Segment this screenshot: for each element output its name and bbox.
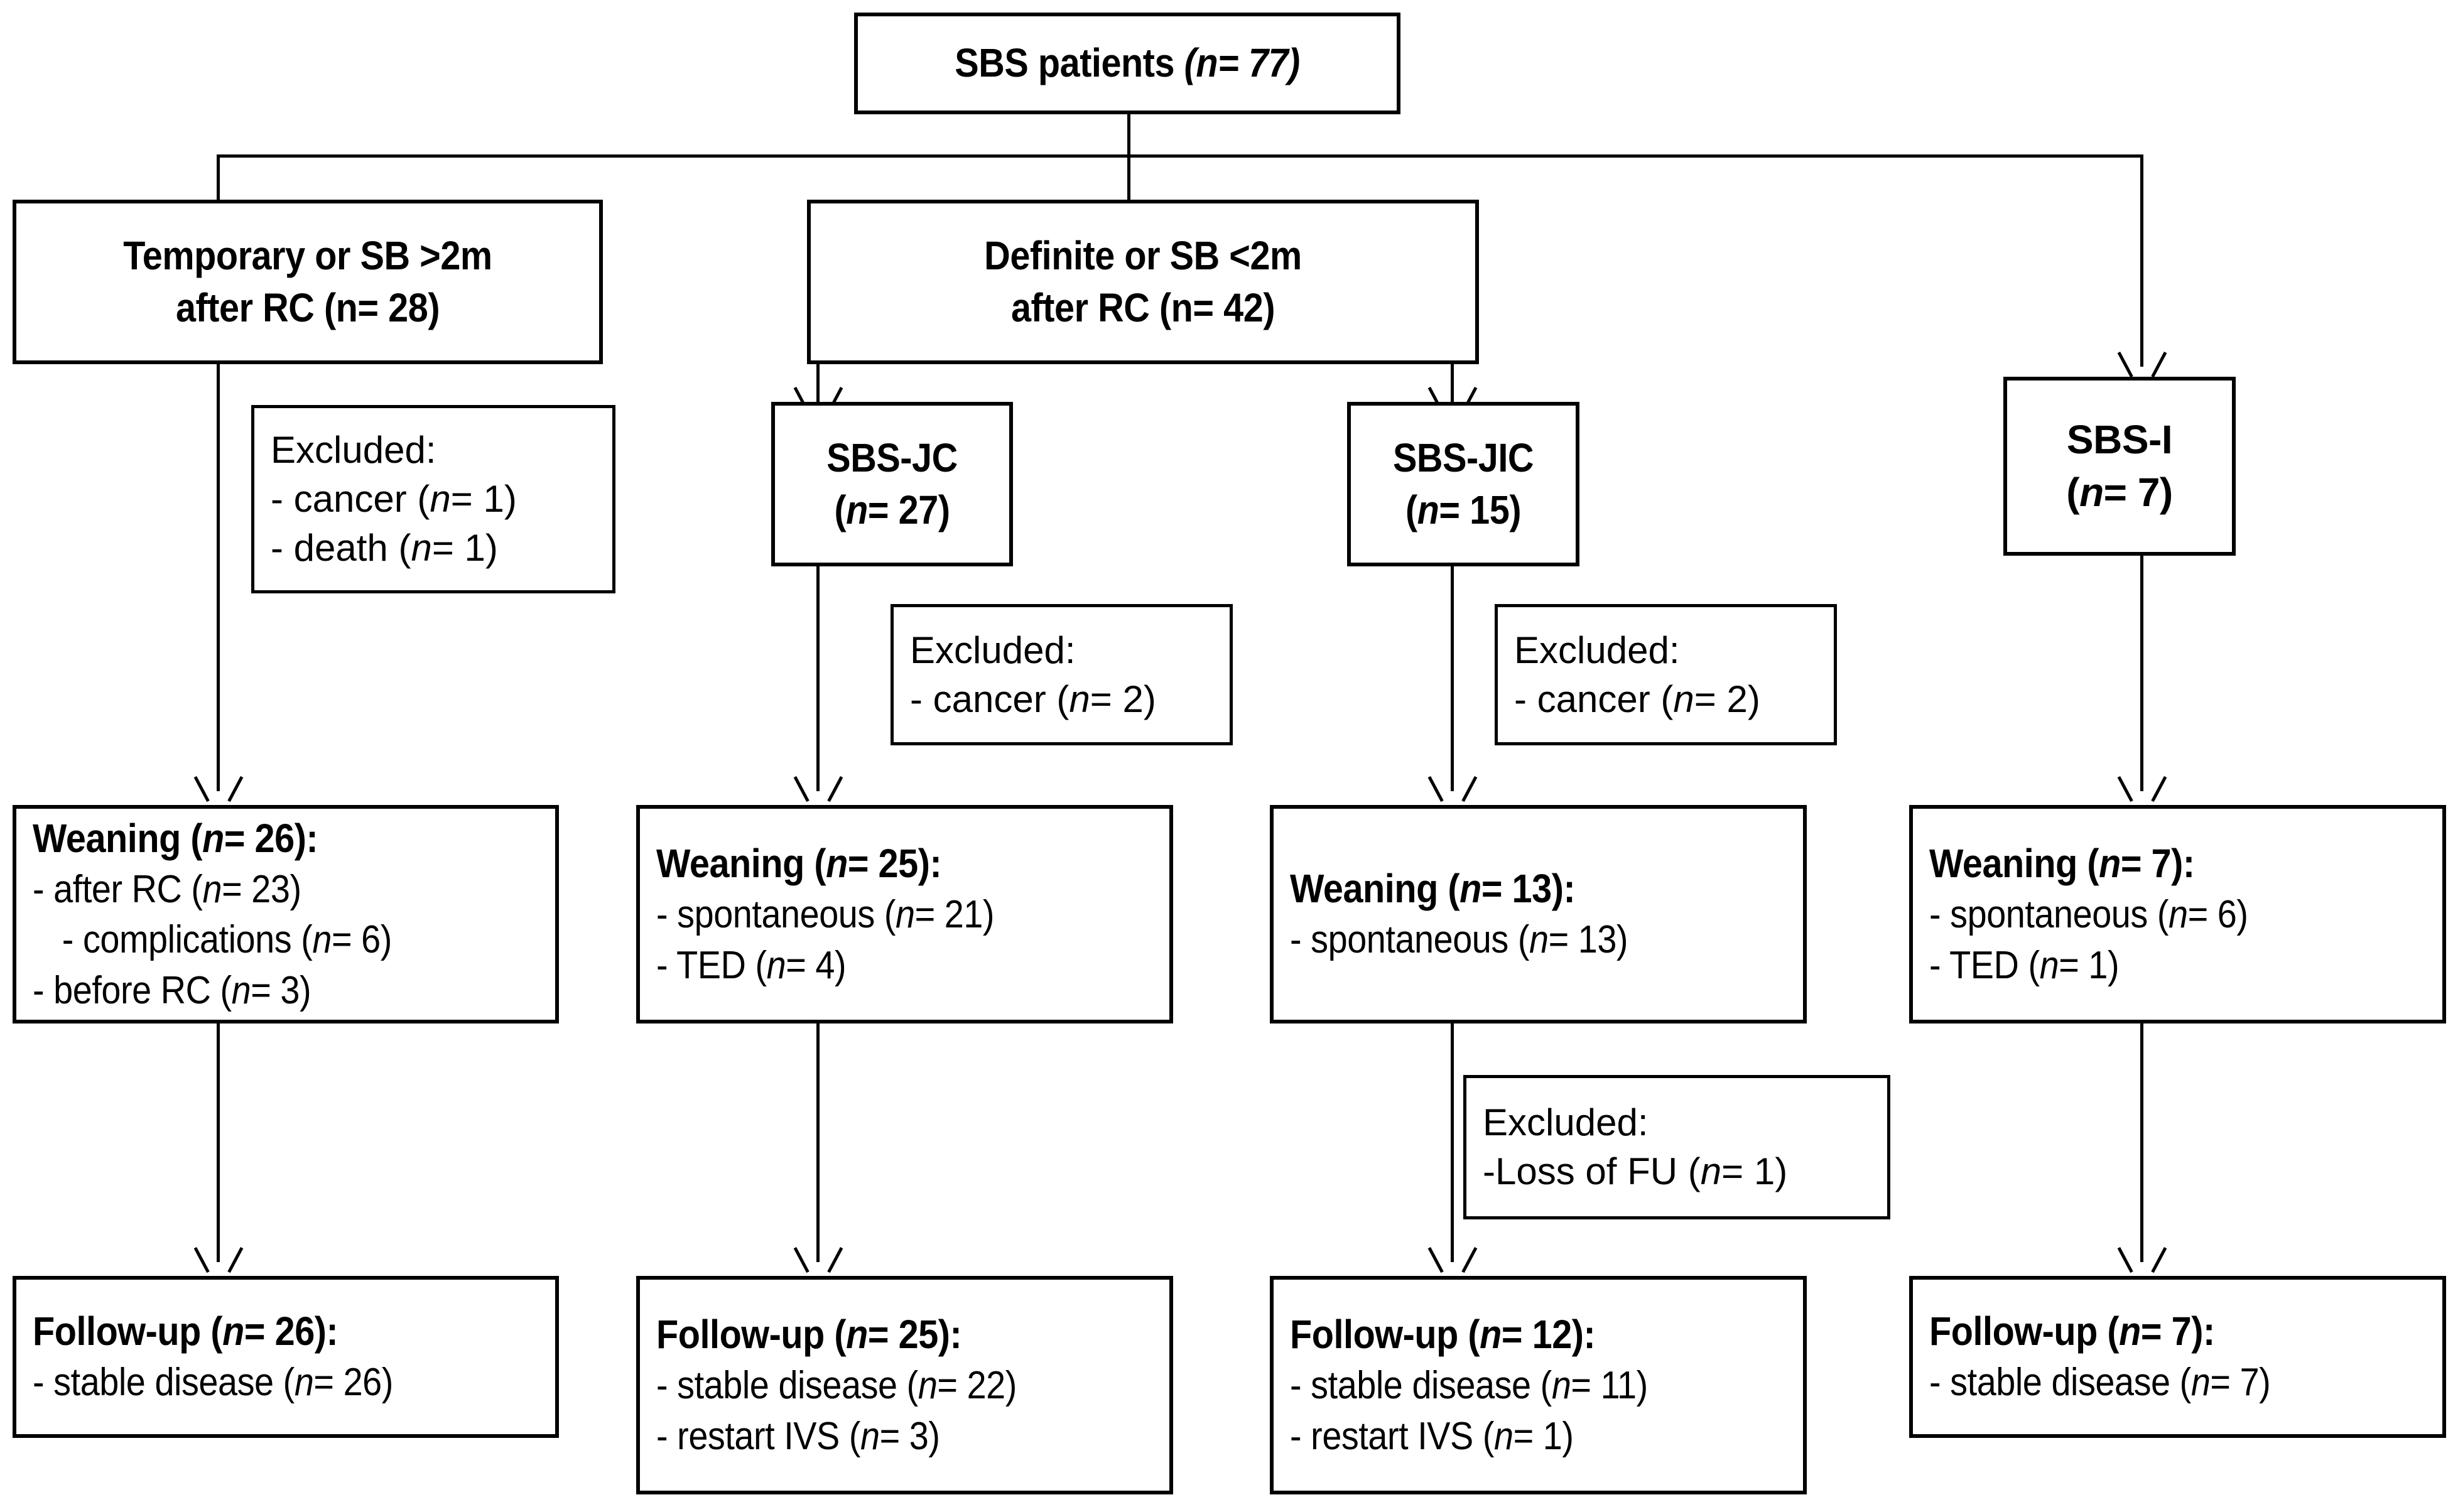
connector-root-stub: [1127, 113, 1130, 157]
arrowhead-weaning-followup-jc: [804, 1245, 833, 1270]
node-temporary-branch-line1: Temporary or SB >2m: [123, 232, 492, 278]
node-excluded-jic-line1: Excluded:: [1514, 629, 1680, 671]
node-sbs-patients-label: SBS patients (n= 77): [955, 40, 1300, 86]
node-weaning-jic-line1: Weaning (n= 13):: [1290, 866, 1576, 912]
node-followup-jic-line2: - stable disease (n= 11): [1290, 1364, 1648, 1407]
node-followup-jic-line1: Follow-up (n= 12):: [1290, 1311, 1596, 1357]
node-sbs-jc[interactable]: SBS-JC (n= 27): [771, 402, 1013, 566]
node-followup-i[interactable]: Follow-up (n= 7): - stable disease (n= 7…: [1909, 1276, 2446, 1438]
node-followup-jc-line2: - stable disease (n= 22): [656, 1364, 1017, 1407]
connector-sbs-i-to-weaning: [2140, 553, 2143, 791]
node-weaning-temporary-line1: Weaning (n= 26):: [33, 815, 318, 861]
node-weaning-i-line3: - TED (n= 1): [1929, 943, 2120, 987]
node-excluded-temporary[interactable]: Excluded: - cancer (n= 1) - death (n= 1): [251, 405, 615, 593]
arrowhead-temporary-weaning: [204, 774, 233, 799]
node-followup-temporary[interactable]: Follow-up (n= 26): - stable disease (n= …: [13, 1276, 559, 1438]
connector-root-bus: [217, 154, 2143, 158]
node-weaning-jc-line3: - TED (n= 4): [656, 943, 847, 987]
node-weaning-i-line2: - spontaneous (n= 6): [1929, 893, 2248, 936]
node-weaning-i[interactable]: Weaning (n= 7): - spontaneous (n= 6) - T…: [1909, 805, 2446, 1023]
node-excluded-jic-line2: - cancer (n= 2): [1514, 678, 1760, 720]
node-followup-jic-line3: - restart IVS (n= 1): [1290, 1414, 1574, 1458]
node-sbs-i-line2: (n= 7): [2066, 469, 2173, 515]
connector-weaning-to-followup-temporary: [217, 1023, 220, 1262]
node-excluded-loss-fu-line1: Excluded:: [1483, 1101, 1649, 1143]
connector-jic-to-weaning: [1451, 565, 1454, 791]
connector-bus-to-temporary: [217, 154, 220, 200]
node-definite-branch[interactable]: Definite or SB <2m after RC (n= 42): [807, 200, 1479, 364]
node-weaning-temporary-line4: - before RC (n= 3): [33, 968, 311, 1012]
node-followup-jic[interactable]: Follow-up (n= 12): - stable disease (n= …: [1270, 1276, 1807, 1494]
node-excluded-temporary-line3: - death (n= 1): [271, 527, 498, 569]
arrowhead-to-sbs-i: [2128, 349, 2157, 374]
node-followup-temporary-line2: - stable disease (n= 26): [33, 1361, 393, 1405]
node-excluded-loss-fu[interactable]: Excluded: -Loss of FU (n= 1): [1463, 1075, 1890, 1219]
node-sbs-jic-line1: SBS-JIC: [1392, 435, 1534, 480]
node-followup-i-line2: - stable disease (n= 7): [1929, 1361, 2271, 1405]
node-followup-i-line1: Follow-up (n= 7):: [1929, 1309, 2215, 1354]
node-weaning-temporary[interactable]: Weaning (n= 26): - after RC (n= 23) - co…: [13, 805, 559, 1023]
arrowhead-weaning-followup-i: [2128, 1245, 2157, 1270]
node-sbs-jc-line1: SBS-JC: [826, 435, 958, 480]
node-sbs-patients[interactable]: SBS patients (n= 77): [854, 13, 1400, 114]
node-excluded-loss-fu-line2: -Loss of FU (n= 1): [1483, 1150, 1788, 1192]
connector-bus-to-definite: [1127, 154, 1130, 200]
arrowhead-jc-weaning: [804, 774, 833, 799]
node-followup-temporary-line1: Follow-up (n= 26):: [33, 1309, 338, 1354]
node-excluded-temporary-line2: - cancer (n= 1): [271, 478, 517, 520]
connector-definite-to-jc: [816, 364, 820, 403]
node-sbs-jc-line2: (n= 27): [834, 487, 950, 532]
node-excluded-jic[interactable]: Excluded: - cancer (n= 2): [1495, 604, 1837, 745]
node-weaning-jc-line1: Weaning (n= 25):: [656, 840, 942, 886]
node-weaning-temporary-line3: - complications (n= 6): [62, 918, 393, 962]
node-excluded-jc[interactable]: Excluded: - cancer (n= 2): [891, 604, 1233, 745]
connector-jc-to-weaning: [816, 565, 820, 791]
connector-temporary-to-weaning: [217, 364, 220, 791]
node-followup-jc[interactable]: Follow-up (n= 25): - stable disease (n= …: [636, 1276, 1173, 1494]
node-excluded-temporary-line1: Excluded:: [271, 429, 436, 471]
node-weaning-temporary-line2: - after RC (n= 23): [33, 867, 301, 911]
connector-weaning-to-followup-jc: [816, 1023, 820, 1262]
connector-definite-to-jic: [1451, 364, 1454, 403]
arrowhead-weaning-followup-jic: [1438, 1245, 1467, 1270]
node-sbs-i[interactable]: SBS-I (n= 7): [2003, 377, 2236, 556]
node-weaning-i-line1: Weaning (n= 7):: [1929, 840, 2195, 886]
node-excluded-jc-line2: - cancer (n= 2): [910, 678, 1156, 720]
connector-weaning-to-followup-i: [2140, 1023, 2143, 1262]
node-weaning-jic[interactable]: Weaning (n= 13): - spontaneous (n= 13): [1270, 805, 1807, 1023]
arrowhead-jic-weaning: [1438, 774, 1467, 799]
node-temporary-branch-line2: after RC (n= 28): [175, 285, 440, 330]
node-followup-jc-line1: Follow-up (n= 25):: [656, 1311, 962, 1357]
node-followup-jc-line3: - restart IVS (n= 3): [656, 1414, 940, 1458]
arrowhead-weaning-followup-temporary: [204, 1245, 233, 1270]
node-weaning-jc[interactable]: Weaning (n= 25): - spontaneous (n= 21) -…: [636, 805, 1173, 1023]
connector-weaning-to-followup-jic: [1451, 1023, 1454, 1262]
node-temporary-branch[interactable]: Temporary or SB >2m after RC (n= 28): [13, 200, 603, 364]
connector-bus-to-sbs-i: [2140, 154, 2143, 367]
node-weaning-jc-line2: - spontaneous (n= 21): [656, 893, 995, 936]
node-sbs-jic-line2: (n= 15): [1405, 487, 1522, 532]
node-sbs-jic[interactable]: SBS-JIC (n= 15): [1347, 402, 1579, 566]
node-definite-branch-line1: Definite or SB <2m: [984, 232, 1302, 278]
arrowhead-sbs-i-weaning: [2128, 774, 2157, 799]
node-definite-branch-line2: after RC (n= 42): [1010, 285, 1275, 330]
node-excluded-jc-line1: Excluded:: [910, 629, 1076, 671]
node-sbs-i-line1: SBS-I: [2066, 417, 2173, 463]
node-weaning-jic-line2: - spontaneous (n= 13): [1290, 918, 1628, 962]
